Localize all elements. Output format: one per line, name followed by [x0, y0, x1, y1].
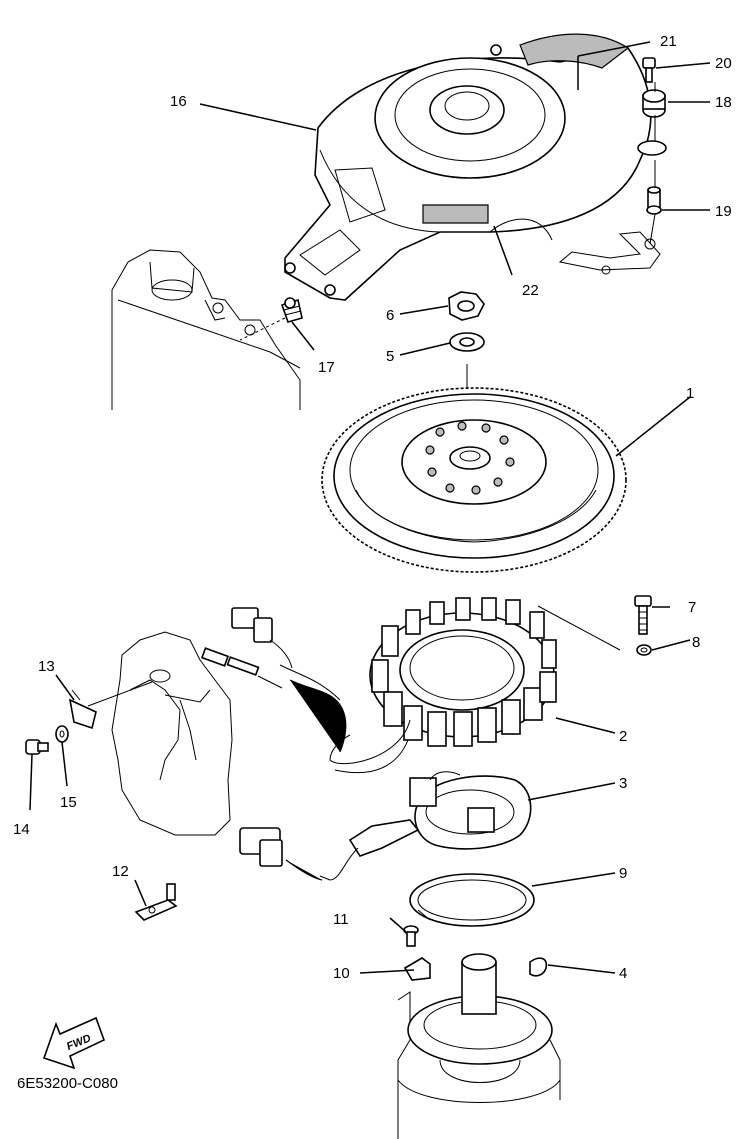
callout-21: 21 [660, 33, 677, 50]
callout-3: 3 [619, 775, 627, 792]
washer-part-15[interactable] [55, 725, 69, 743]
collar-part-19[interactable] [646, 186, 662, 215]
crankcase-outline [111, 249, 301, 410]
retaining-ring-part-9[interactable] [409, 873, 535, 927]
stator-part-2[interactable] [329, 597, 557, 774]
grommet-part-18[interactable] [642, 89, 666, 118]
callout-16: 16 [170, 93, 187, 110]
callout-8: 8 [692, 634, 700, 651]
callout-10: 10 [333, 965, 350, 982]
crankshaft-base-assembly [397, 953, 561, 1139]
cover-grommet-seat [637, 140, 667, 156]
callout-7: 7 [688, 599, 696, 616]
callout-19: 19 [715, 203, 732, 220]
flywheel-part-1[interactable] [321, 387, 627, 573]
nut-part-6[interactable] [448, 291, 485, 321]
washer-part-5[interactable] [449, 332, 485, 352]
callout-22: 22 [522, 282, 539, 299]
callout-4: 4 [619, 965, 627, 982]
cylinder-block-outline [111, 631, 233, 836]
callout-17: 17 [318, 359, 335, 376]
callout-6: 6 [386, 307, 394, 324]
callout-14: 14 [13, 821, 30, 838]
forward-direction-arrow: FWD [42, 1016, 106, 1070]
callout-20: 20 [715, 55, 732, 72]
clamp-part-10[interactable] [403, 957, 431, 981]
bracket-part-13[interactable] [68, 689, 97, 730]
callout-9: 9 [619, 865, 627, 882]
bracket-axis-line [87, 681, 153, 707]
callout-11: 11 [333, 911, 349, 928]
cover-mount-bracket [558, 231, 661, 275]
woodruff-key-part-4[interactable] [529, 957, 548, 977]
stator-wire-harness [200, 605, 621, 753]
screw-part-17[interactable] [280, 297, 303, 323]
bolt-part-20[interactable] [642, 57, 656, 83]
bracket-part-12[interactable] [134, 883, 178, 921]
bolt-axis-line [649, 82, 656, 245]
flywheel-cover-part-16[interactable] [284, 33, 652, 301]
callout-15: 15 [60, 794, 77, 811]
screw-axis-line [239, 317, 286, 341]
callout-1: 1 [686, 385, 694, 402]
callout-12: 12 [112, 863, 129, 880]
bolt-part-7[interactable] [634, 595, 652, 635]
washer-part-8[interactable] [636, 644, 652, 656]
callout-18: 18 [715, 94, 732, 111]
bolt-part-14[interactable] [25, 739, 49, 755]
leader-lines [29, 41, 711, 974]
callout-labels: 21 20 18 19 16 22 17 6 5 1 7 8 2 3 9 11 … [13, 33, 732, 982]
callout-2: 2 [619, 728, 627, 745]
screw-part-11[interactable] [403, 925, 419, 947]
pulser-coil-part-3[interactable] [239, 771, 532, 881]
drawing-code: 6E53200-C080 [17, 1075, 118, 1092]
callout-13: 13 [38, 658, 55, 675]
callout-5: 5 [386, 348, 394, 365]
